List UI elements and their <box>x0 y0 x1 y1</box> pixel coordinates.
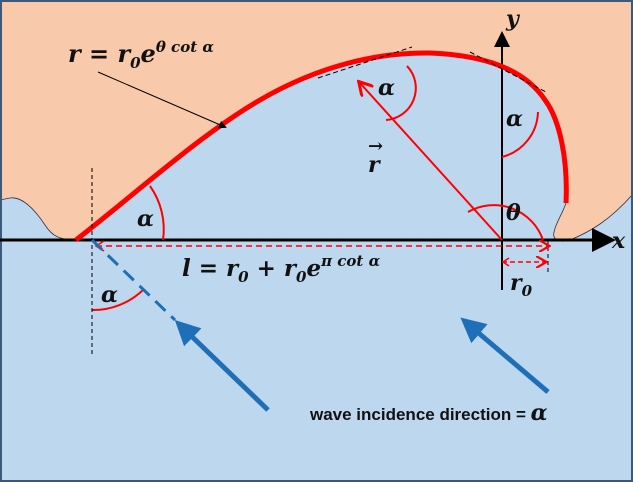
radius-vector <box>360 83 503 241</box>
tangent-line-top <box>317 46 413 79</box>
x-axis-label: x <box>611 228 626 254</box>
theta-arc <box>467 204 544 241</box>
wave-arrow-left <box>174 320 270 412</box>
formula-pointer-arrow <box>97 71 227 129</box>
vector-r-label: r <box>368 152 381 178</box>
spiral-formula: r = r0eθ cot α <box>68 38 214 72</box>
alpha-top-label: α <box>378 75 395 101</box>
log-spiral-curve <box>74 50 569 242</box>
angle-arc-top <box>385 65 417 121</box>
r0-arrowhead-left <box>501 257 510 267</box>
angle-arc-left <box>149 185 165 241</box>
alpha-wave-label: α <box>101 282 118 308</box>
r0-label: r0 <box>510 270 533 300</box>
angle-arc-wave <box>91 289 144 312</box>
tangent-line-right <box>469 51 547 93</box>
vector-arrow-symbol: → <box>368 136 383 157</box>
angle-arc-right <box>501 111 539 158</box>
theta-label: θ <box>506 200 521 226</box>
wave-arrow-right <box>460 317 550 394</box>
alpha-right-label: α <box>506 106 523 132</box>
wave-incidence-caption: wave incidence direction = α <box>309 400 548 426</box>
y-axis-label: y <box>505 6 521 32</box>
alpha-left-label: α <box>137 206 154 232</box>
length-formula: l = r0 + r0eπ cot α <box>182 252 381 286</box>
wave-direction-dashed-line <box>90 238 177 322</box>
